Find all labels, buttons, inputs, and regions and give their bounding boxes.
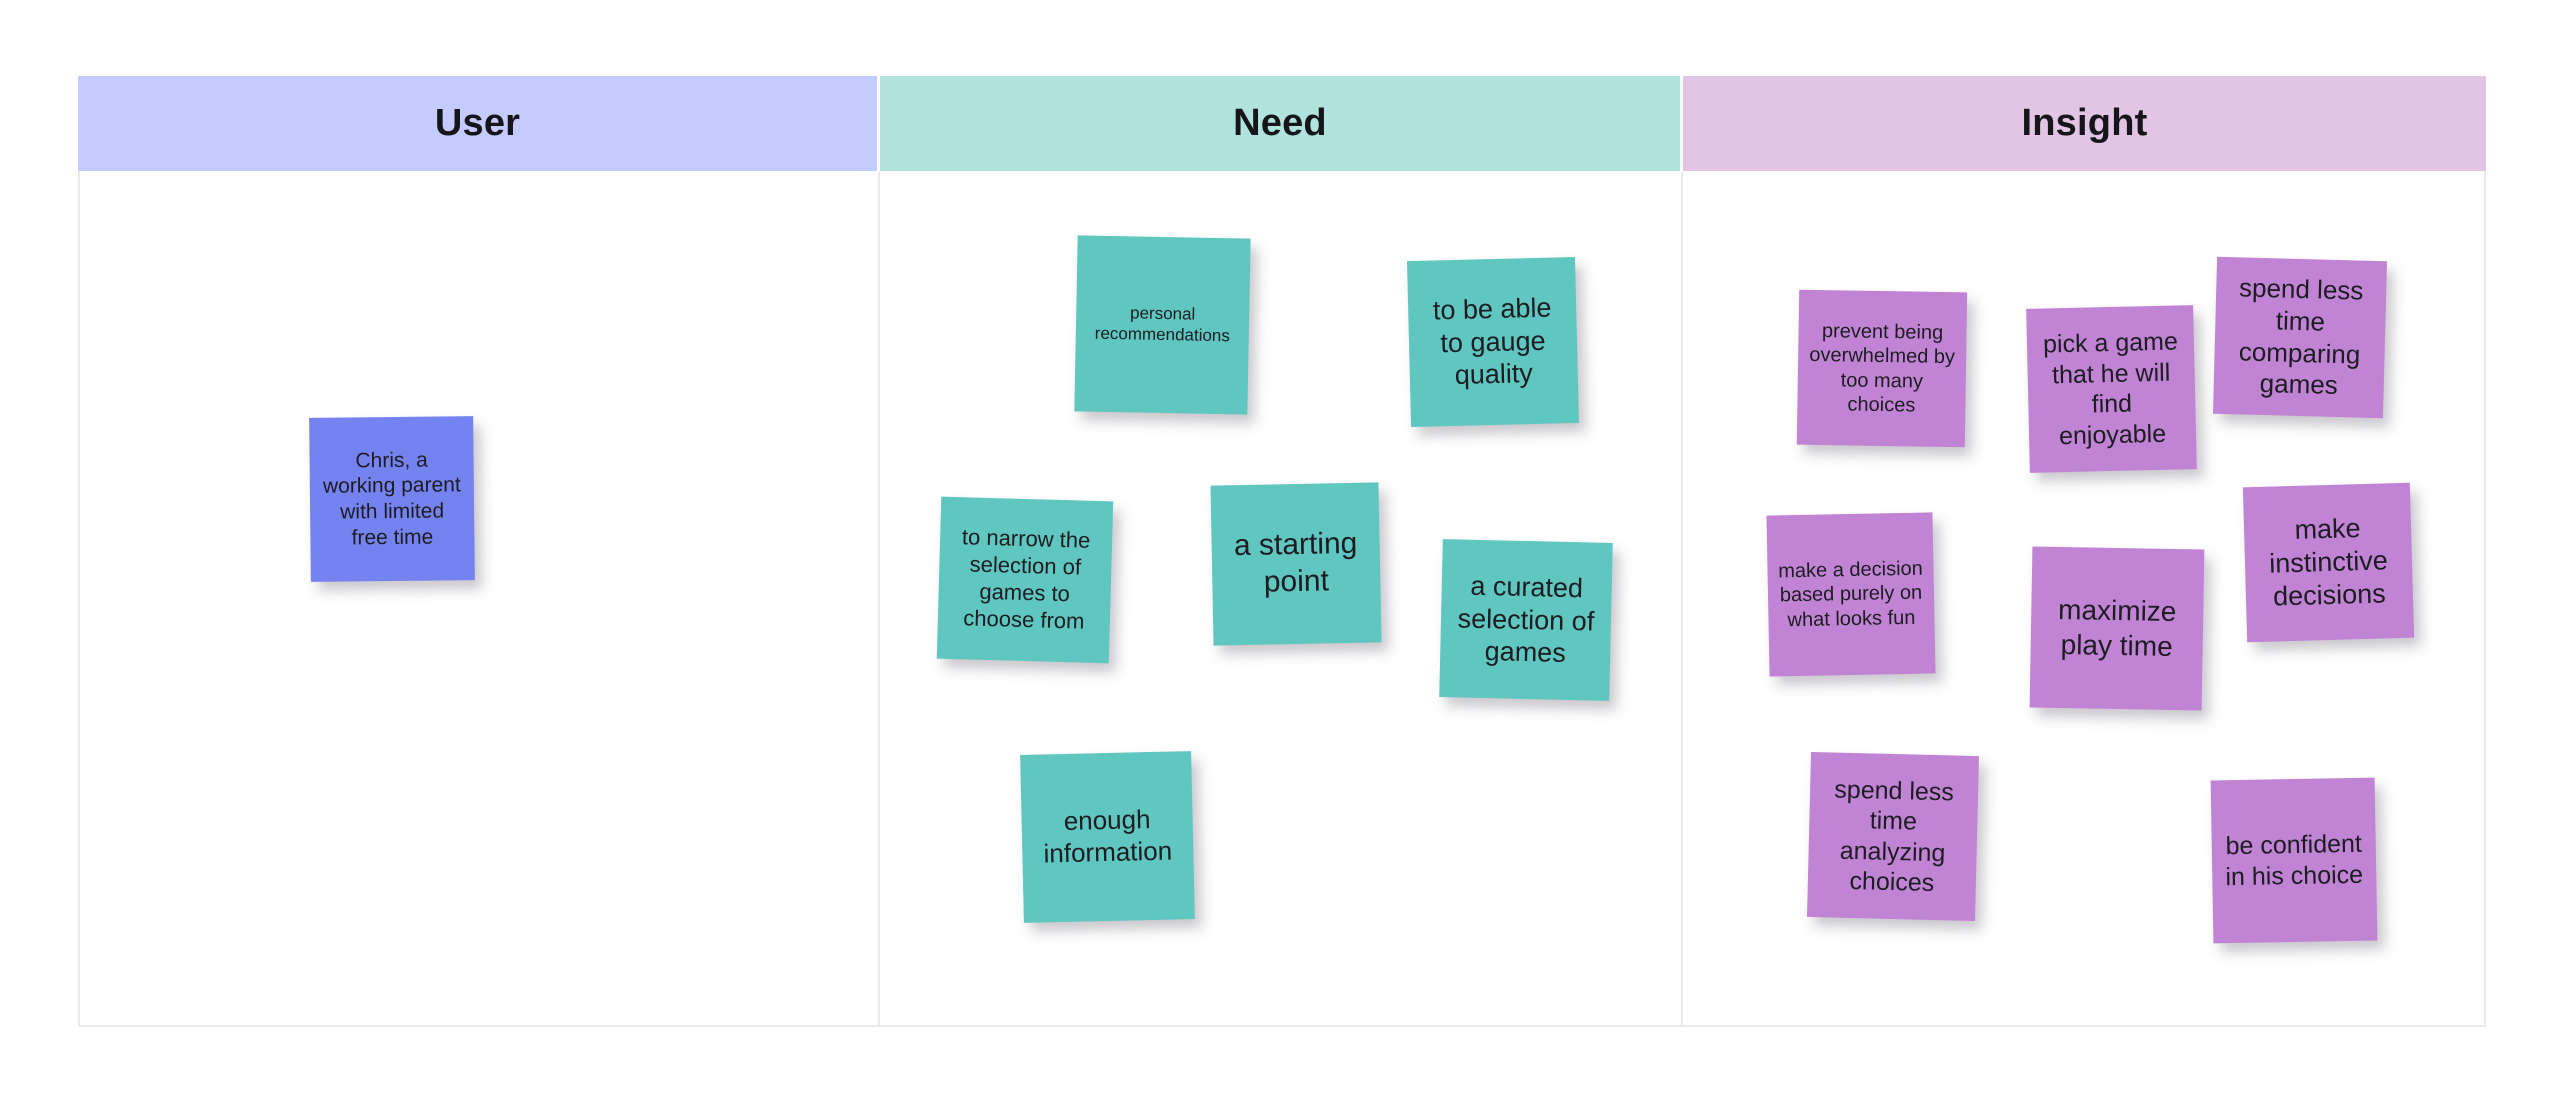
sticky-note-user-persona[interactable]: Chris, a working parent with limited fre…: [309, 416, 475, 582]
column-header-need-label: Need: [1233, 102, 1327, 144]
sticky-note-insight-be-confident[interactable]: be confident in his choice: [2210, 777, 2378, 944]
column-header-insight[interactable]: Insight: [1683, 76, 2486, 171]
sticky-note-text: Chris, a working parent with limited fre…: [322, 448, 461, 550]
sticky-note-text: make instinctive decisions: [2268, 513, 2389, 612]
sticky-note-need-narrow-selection[interactable]: to narrow the selection of games to choo…: [936, 496, 1114, 664]
user-need-insight-board: User Need Insight Chris, a working paren…: [78, 76, 2486, 1027]
sticky-note-text: a curated selection of games: [1457, 570, 1595, 669]
sticky-note-text: maximize play time: [2057, 594, 2177, 662]
sticky-note-need-enough-information[interactable]: enough information: [1020, 751, 1195, 923]
sticky-note-text: prevent being overwhelmed by too many ch…: [1809, 319, 1956, 417]
sticky-note-insight-decision-looks-fun[interactable]: make a decision based purely on what loo…: [1766, 512, 1936, 677]
sticky-note-text: make a decision based purely on what loo…: [1778, 557, 1923, 631]
sticky-note-need-gauge-quality[interactable]: to be able to gauge quality: [1406, 256, 1580, 428]
column-body-user: Chris, a working parent with limited fre…: [78, 171, 880, 1027]
column-header-user[interactable]: User: [78, 76, 880, 171]
sticky-note-text: pick a game that he will find enjoyable: [2042, 327, 2179, 450]
sticky-note-insight-maximize-play-time[interactable]: maximize play time: [2029, 546, 2205, 711]
sticky-note-text: a starting point: [1233, 527, 1358, 599]
column-header-need[interactable]: Need: [880, 76, 1683, 171]
board-header-row: User Need Insight: [78, 76, 2486, 171]
sticky-note-insight-pick-enjoyable-game[interactable]: pick a game that he will find enjoyable: [2026, 305, 2197, 473]
column-body-insight: prevent being overwhelmed by too many ch…: [1683, 171, 2486, 1027]
sticky-note-insight-less-time-analyzing[interactable]: spend less time analyzing choices: [1807, 751, 1979, 922]
column-header-user-label: User: [434, 102, 521, 144]
board-body-row: Chris, a working parent with limited fre…: [78, 171, 2486, 1027]
sticky-note-text: to narrow the selection of games to choo…: [961, 524, 1091, 634]
sticky-note-text: personal recommendations: [1094, 303, 1231, 346]
sticky-note-insight-less-time-comparing[interactable]: spend less time comparing games: [2212, 256, 2388, 419]
sticky-note-text: enough information: [1043, 804, 1173, 869]
column-header-insight-label: Insight: [2021, 102, 2148, 144]
sticky-note-insight-instinctive-decisions[interactable]: make instinctive decisions: [2242, 482, 2415, 643]
sticky-note-need-starting-point[interactable]: a starting point: [1210, 482, 1382, 646]
sticky-note-insight-prevent-overwhelm[interactable]: prevent being overwhelmed by too many ch…: [1796, 289, 1968, 448]
sticky-note-need-personal-recommendations[interactable]: personal recommendations: [1074, 235, 1251, 415]
sticky-note-text: spend less time analyzing choices: [1834, 775, 1955, 898]
sticky-note-text: spend less time comparing games: [2238, 272, 2364, 401]
sticky-note-need-curated-selection[interactable]: a curated selection of games: [1439, 539, 1613, 701]
column-body-need: personal recommendations to be able to g…: [880, 171, 1683, 1027]
sticky-note-text: to be able to gauge quality: [1432, 292, 1552, 391]
sticky-note-text: be confident in his choice: [2225, 829, 2364, 891]
